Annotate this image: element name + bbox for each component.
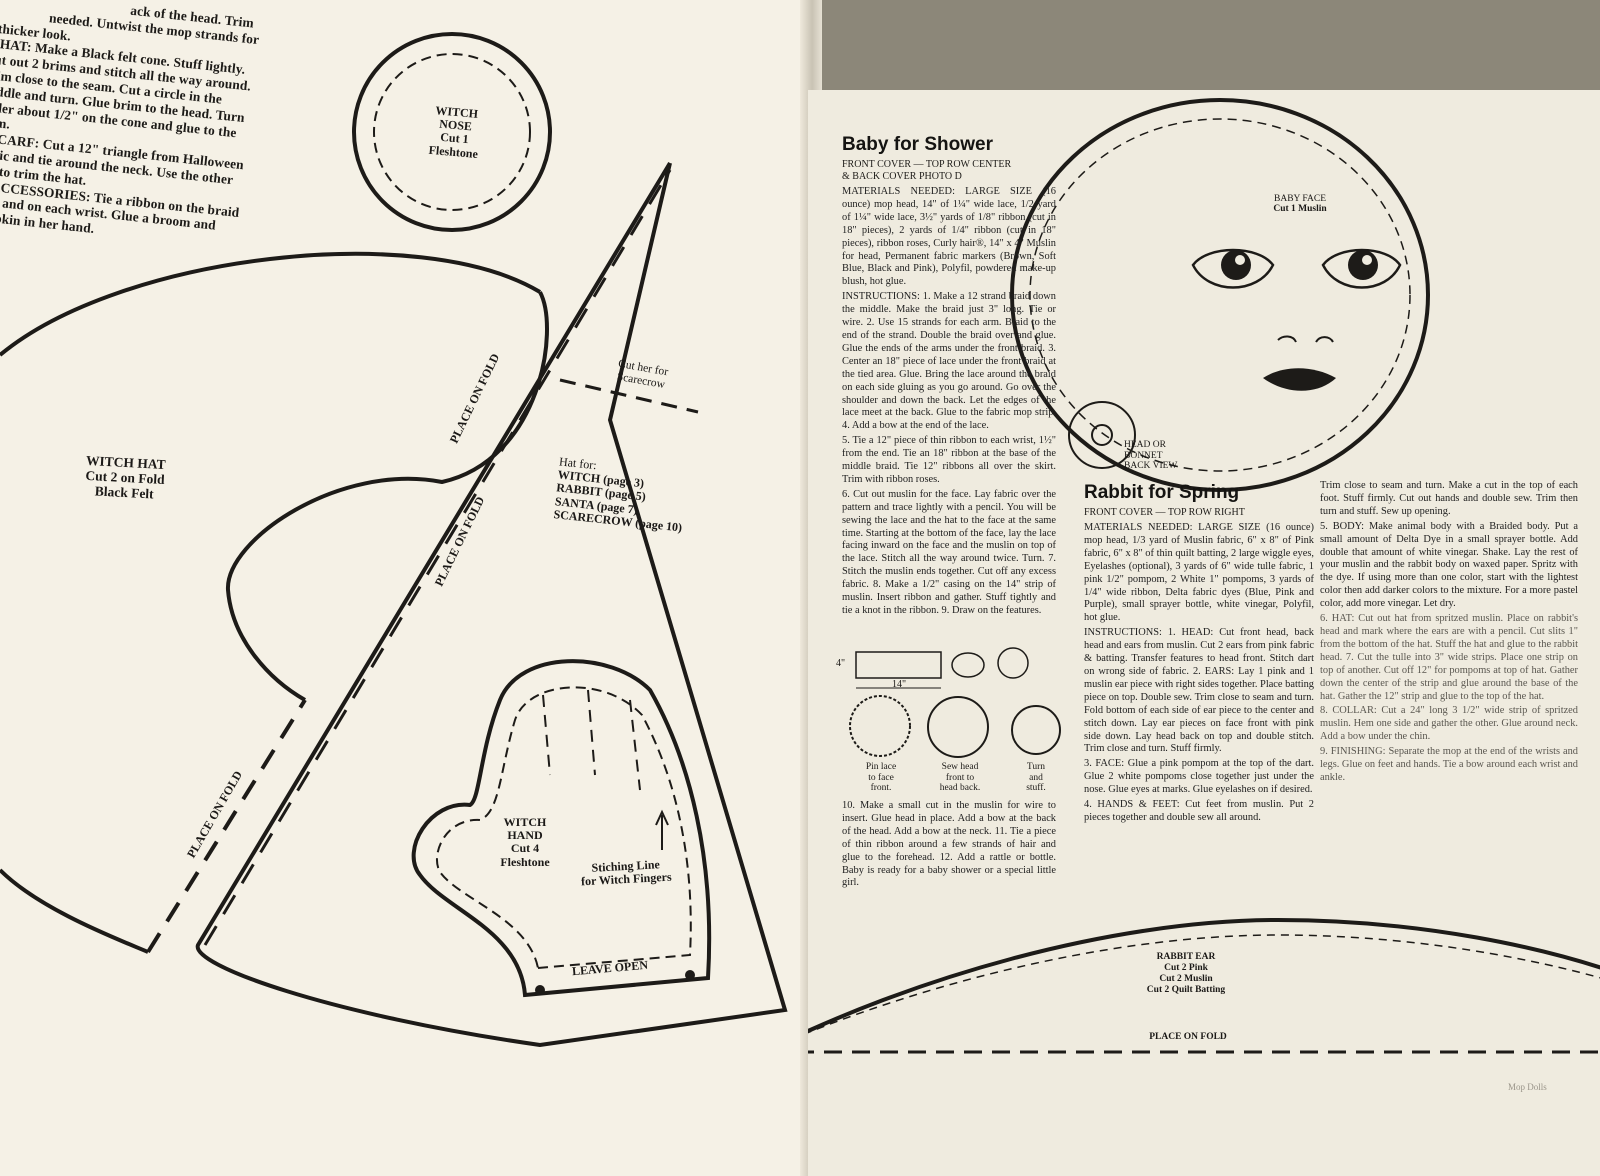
rabbit-for-spring-section: Rabbit for Spring FRONT COVER — TOP ROW … (1084, 482, 1314, 827)
casing-diagram (951, 652, 985, 678)
witch-hat-brim-top (0, 251, 542, 357)
witch-hand-outline (411, 659, 712, 998)
rabbit-instructions-1: INSTRUCTIONS: 1. HEAD: Cut front head, b… (1084, 627, 1314, 755)
strip-height-label: 4" (836, 658, 846, 669)
witch-hand-stitch-line (435, 686, 692, 969)
baby-face-stitch-line (1029, 118, 1411, 472)
rabbit-ear-stitch-line (808, 934, 1600, 1034)
turn-stuff-diagram (1011, 705, 1061, 755)
rabbit-instructions-col2: Trim close to seam and turn. Make a cut … (1320, 480, 1578, 787)
witch-hat-brim-fold-line (146, 698, 307, 954)
baby-for-shower-section: Baby for Shower FRONT COVER — TOP ROW CE… (842, 134, 1056, 620)
hat-for-list: Hat for: WITCH (page 3) RABBIT (page 5) … (552, 454, 683, 535)
right-page: Baby for Shower FRONT COVER — TOP ROW CE… (808, 90, 1600, 1176)
witch-nose-outline (352, 32, 552, 232)
witch-hat-cone-fold-line (203, 169, 672, 946)
witch-intro-text: ack of the head. Trim needed. Untwist th… (0, 0, 280, 254)
sew-head-diagram (927, 696, 989, 758)
baby-right-eye (1321, 248, 1402, 289)
rabbit-col2-para: Trim close to seam and turn. Make a cut … (1320, 480, 1578, 517)
leave-open-dot-right (685, 970, 695, 980)
rabbit-ear-outline (808, 917, 1600, 1034)
rabbit-ear-label: RABBIT EAR Cut 2 Pink Cut 2 Muslin Cut 2… (1146, 952, 1226, 995)
witch-hat-brim-bottom (0, 868, 149, 954)
baby-nose-right (1315, 336, 1334, 343)
baby-face-label: BABY FACE Cut 1 Muslin (1273, 194, 1327, 215)
gathered-diagram (997, 647, 1029, 679)
witch-pattern-drawing (0, 32, 788, 1048)
baby-subtitle-2: & BACK COVER PHOTO D (842, 171, 962, 182)
bonnet-back-view-sketch (1068, 401, 1136, 469)
baby-mouth (1263, 368, 1336, 391)
witch-nose-label: WITCH NOSE Cut 1 Fleshtone (428, 103, 479, 161)
leave-open-dot-left (535, 985, 545, 995)
baby-nose (1277, 335, 1297, 343)
baby-instructions-10: 10. Make a small cut in the muslin for w… (842, 800, 1056, 889)
baby-left-eye (1191, 248, 1275, 289)
rabbit-col2-para: 8. COLLAR: Cut a 24" long 3 1/2" wide st… (1320, 705, 1578, 743)
baby-subtitle-1: FRONT COVER — TOP ROW CENTER (842, 159, 1012, 170)
stitch-arrow (655, 809, 669, 850)
baby-instructions: MATERIALS NEEDED: LARGE SIZE (16 ounce) … (842, 186, 1056, 618)
rabbit-materials: MATERIALS NEEDED: LARGE SIZE (16 ounce) … (1084, 522, 1314, 624)
scarecrow-cut-line (559, 378, 699, 414)
muslin-strip-diagram (855, 651, 942, 679)
witch-hat-cone (195, 161, 788, 1048)
head-bonnet-label: HEAD OR BONNET BACK VIEW (1124, 440, 1178, 471)
baby-instructions-6: 6. Cut out muslin for the face. Lay fabr… (842, 488, 1056, 616)
rabbit-title: Rabbit for Spring (1084, 482, 1240, 503)
rabbit-col2-para: 9. FINISHING: Separate the mop at the en… (1320, 746, 1578, 783)
baby-materials: MATERIALS NEEDED: LARGE SIZE (16 ounce) … (842, 186, 1056, 288)
left-page: ack of the head. Trim needed. Untwist th… (0, 0, 820, 1176)
baby-rabbit-drawing (808, 98, 1600, 1054)
finger-stitch-1 (542, 694, 551, 776)
baby-instructions-1: INSTRUCTIONS: 1. Make a 12 strand braid … (842, 291, 1056, 432)
rabbit-place-on-fold-label: PLACE ON FOLD (1149, 1032, 1227, 1042)
witch-nose-stitch-line (373, 53, 531, 211)
baby-instructions-5: 5. Tie a 12" piece of thin ribbon to eac… (842, 435, 1056, 485)
rabbit-subtitle: FRONT COVER — TOP ROW RIGHT (1084, 507, 1245, 518)
pin-lace-diagram (849, 695, 911, 757)
baby-face-outline (1010, 98, 1430, 492)
strip-width-label: 14" (892, 679, 907, 690)
baby-title: Baby for Shower (842, 134, 993, 155)
rabbit-instructions: MATERIALS NEEDED: LARGE SIZE (16 ounce) … (1084, 522, 1314, 825)
finger-stitch-3 (629, 699, 641, 791)
page-footer: Mop Dolls (1508, 1082, 1547, 1092)
witch-hat-label: WITCH HAT Cut 2 on Fold Black Felt (85, 452, 166, 502)
witch-hand-label: WITCH HAND Cut 4 Fleshtone (500, 815, 550, 869)
rabbit-col2-para: 6. HAT: Cut out hat from spritzed muslin… (1320, 613, 1578, 702)
finger-stitch-2 (587, 689, 596, 776)
rabbit-instructions-4: 4. HANDS & FEET: Cut feet from muslin. P… (1084, 799, 1314, 823)
rabbit-col2-para: 5. BODY: Make animal body with a Braided… (1320, 520, 1578, 610)
rabbit-instructions-3: 3. FACE: Glue a pink pompom at the top o… (1084, 758, 1314, 796)
